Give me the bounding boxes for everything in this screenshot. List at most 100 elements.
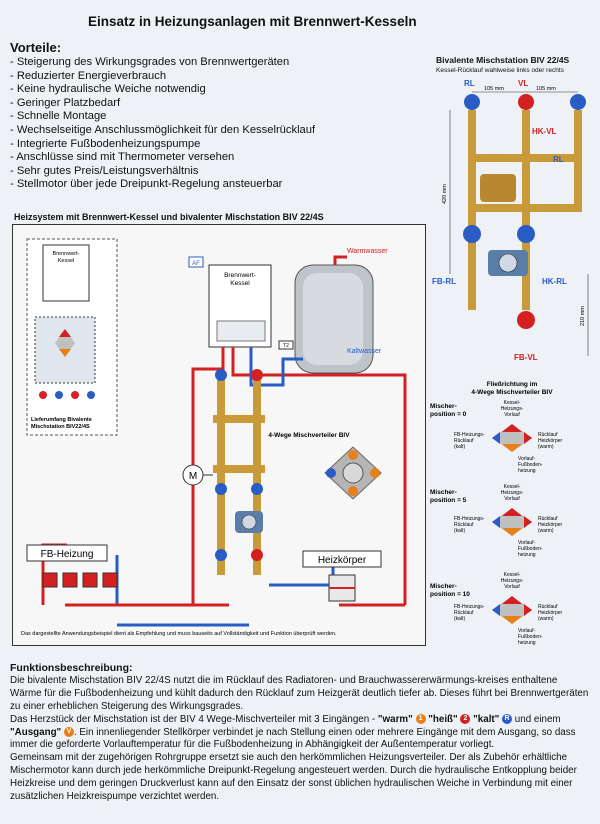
warmwasser-label: Warmwasser (347, 248, 388, 255)
svg-text:Heizkörper: Heizkörper (538, 610, 563, 616)
af-label: AF (192, 261, 200, 267)
svg-text:Rücklauf: Rücklauf (454, 438, 474, 444)
svg-text:Rücklauf: Rücklauf (454, 610, 474, 616)
funktion-heading: Funktionsbeschreibung: (10, 662, 133, 674)
list-item: Reduzierter Energieverbrauch (10, 70, 315, 84)
svg-text:heizung: heizung (518, 640, 536, 646)
svg-text:Kessel-: Kessel- (504, 572, 521, 578)
svg-text:Rücklauf: Rücklauf (538, 432, 558, 438)
list-item: Stellmotor über jede Dreipunkt-Regelung … (10, 178, 315, 192)
svg-text:T2: T2 (283, 343, 289, 349)
diagram-title: Heizsystem mit Brennwert-Kessel und biva… (14, 212, 324, 222)
dim-h1: 420 mm (442, 184, 448, 204)
list-item: Wechselseitige Anschlussmöglichkeit für … (10, 124, 315, 138)
label-rl-top: RL (464, 79, 475, 88)
svg-text:(warm): (warm) (538, 444, 554, 450)
list-item: Schnelle Montage (10, 110, 315, 124)
boiler-label: Brennwert- (224, 272, 256, 279)
svg-text:Vorlauf: Vorlauf (504, 584, 520, 590)
mixer-position-0: Mischer- position = 0 Kessel- Heizungs- … (430, 400, 563, 474)
valve-hk-rl (517, 225, 535, 243)
mixer-position-5: Mischer- position = 5 Kessel- Heizungs- … (430, 484, 563, 558)
svg-text:Kessel: Kessel (230, 280, 250, 287)
warm-icon: 1 (415, 714, 426, 725)
svg-text:Vorlauf-: Vorlauf- (518, 628, 536, 634)
svg-text:FB-Heizungs-: FB-Heizungs- (454, 516, 485, 522)
svg-text:Brennwert-: Brennwert- (53, 251, 80, 257)
flow-title: Fließrichtung im (487, 381, 538, 388)
svg-text:(warm): (warm) (538, 528, 554, 534)
heiss-icon: 2 (460, 714, 471, 725)
dim-h2: 210 mm (580, 306, 586, 326)
flow-section: Fließrichtung im 4-Wege Mischverteiler B… (430, 381, 563, 646)
heating-diagram: Brennwert- Kessel Lieferumfang Bivalente… (12, 224, 426, 646)
svg-text:Vorlauf: Vorlauf (504, 412, 520, 418)
label-hk-rl: HK-RL (542, 277, 567, 286)
svg-text:heizung: heizung (518, 468, 536, 474)
list-item: Integrierte Fußbodenheizungspumpe (10, 138, 315, 152)
fb-heizung-box (26, 544, 108, 562)
mixer-body (480, 174, 516, 202)
funktion-p1: Die bivalente Mischstation BIV 22/4S nut… (10, 674, 589, 712)
station-subtitle: Kessel-Rücklauf wahlweise links oder rec… (436, 67, 564, 74)
valve-rl-right (570, 94, 586, 110)
svg-text:Rücklauf: Rücklauf (538, 604, 558, 610)
vorteile-list: Steigerung des Wirkungsgrades von Brennw… (10, 56, 315, 192)
pos5-label2: position = 5 (430, 497, 467, 504)
svg-text:Rücklauf: Rücklauf (538, 516, 558, 522)
pos10-label2: position = 10 (430, 591, 470, 598)
svg-text:Kessel-: Kessel- (504, 484, 521, 490)
page-title: Einsatz in Heizungsanlagen mit Brennwert… (88, 14, 417, 29)
label-hk-vl: HK-VL (532, 127, 557, 136)
disclaimer: Das dargestellte Anwendungsbeispiel dien… (21, 631, 337, 637)
svg-text:heizung: heizung (518, 552, 536, 558)
svg-text:Heizungs-: Heizungs- (501, 578, 524, 584)
heizkoerper-label: Heizkörper (318, 555, 367, 566)
valve-fb-rl (463, 225, 481, 243)
list-item: Keine hydraulische Weiche notwendig (10, 83, 315, 97)
kalt-icon: R (502, 714, 513, 725)
motor-label: M (189, 471, 197, 482)
svg-text:Kessel-: Kessel- (504, 400, 521, 406)
valve-vl-top (518, 94, 534, 110)
svg-text:Kessel: Kessel (58, 258, 75, 264)
list-item: Sehr gutes Preis/Leistungsverhältnis (10, 165, 315, 179)
svg-text:Vorlauf-: Vorlauf- (518, 456, 536, 462)
mini-boiler (42, 244, 90, 302)
svg-text:(kalt): (kalt) (454, 528, 465, 534)
pos10-label: Mischer- (430, 583, 457, 590)
fb-heizung-label: FB-Heizung (41, 549, 94, 560)
svg-text:(kalt): (kalt) (454, 444, 465, 450)
svg-text:Fußboden-: Fußboden- (518, 462, 543, 468)
svg-text:Mischstation BIV22/4S: Mischstation BIV22/4S (31, 424, 90, 430)
svg-text:Heizungs-: Heizungs- (501, 406, 524, 412)
svg-text:Fußboden-: Fußboden- (518, 634, 543, 640)
ausgang-icon: V (63, 726, 74, 737)
svg-text:Heizkörper: Heizkörper (538, 522, 563, 528)
station-title: Bivalente Mischstation BIV 22/4S (436, 55, 570, 65)
valve-rl-top (464, 94, 480, 110)
mischverteiler-label: 4-Wege Mischverteiler BIV (268, 432, 350, 439)
funktion-p2: Das Herzstück der Mischstation ist der B… (10, 713, 576, 751)
flow-title-2: 4-Wege Mischverteiler BIV (471, 389, 553, 396)
label-vl-top: VL (518, 79, 528, 88)
dim-d2: 105 mm (536, 86, 556, 92)
funktion-p3: Gemeinsam mit der zugehörigen Rohrgruppe… (10, 752, 577, 803)
label-fb-rl: FB-RL (432, 277, 456, 286)
pos0-label: Mischer- (430, 403, 457, 410)
svg-text:Lieferumfang Bivalente: Lieferumfang Bivalente (31, 417, 92, 423)
svg-text:(kalt): (kalt) (454, 616, 465, 622)
list-item: Steigerung des Wirkungsgrades von Brennw… (10, 56, 315, 70)
svg-text:Heizkörper: Heizkörper (538, 438, 563, 444)
svg-text:Heizungs-: Heizungs- (501, 490, 524, 496)
svg-text:Rücklauf: Rücklauf (454, 522, 474, 528)
mixer-position-10: Mischer- position = 10 Kessel- Heizungs-… (430, 572, 563, 646)
label-fb-vl: FB-VL (514, 353, 538, 362)
vorteile-heading: Vorteile: (10, 40, 62, 55)
heizkoerper-box (302, 550, 382, 568)
valve-fb-vl (517, 311, 535, 329)
list-item: Anschlüsse sind mit Thermometer versehen (10, 151, 315, 165)
svg-text:Fußboden-: Fußboden- (518, 546, 543, 552)
kaltwasser-label: Kaltwasser (347, 348, 382, 355)
station-illustration: RL VL 105 mm 105 mm HK-VL RL FB-RL HK-RL… (432, 79, 589, 362)
